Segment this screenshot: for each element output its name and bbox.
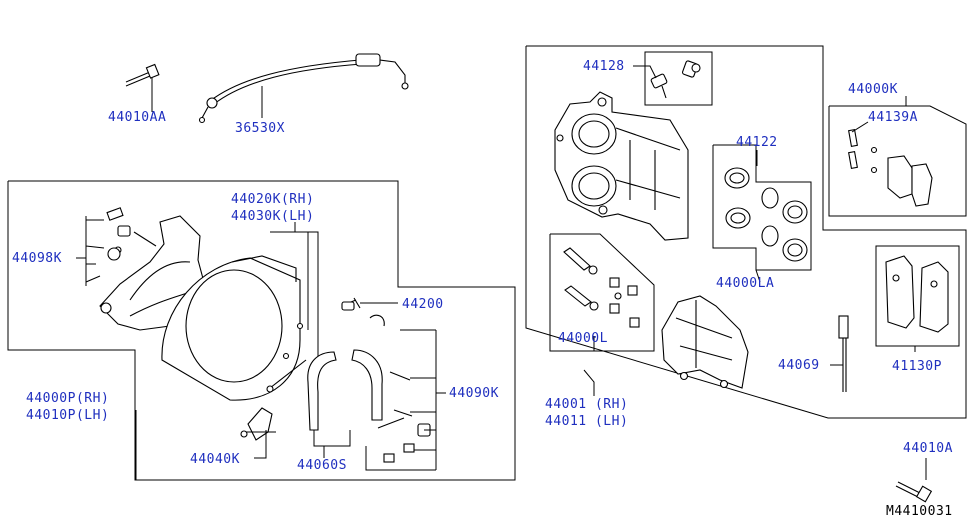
left-group-outline — [7, 180, 516, 481]
label-44000P-rh[interactable]: 44000P(RH) — [26, 391, 109, 406]
label-44060S[interactable]: 44060S — [297, 458, 347, 473]
caliper-body-drawing — [554, 91, 689, 241]
label-44200[interactable]: 44200 — [402, 297, 444, 312]
label-44139A[interactable]: 44139A — [868, 110, 918, 125]
label-44010AA[interactable]: 44010AA — [108, 110, 166, 125]
label-44020K-rh[interactable]: 44020K(RH) — [231, 192, 314, 207]
label-44000K[interactable]: 44000K — [848, 82, 898, 97]
label-44001-rh[interactable]: 44001 (RH) — [545, 397, 628, 412]
pad-set-outline — [875, 245, 960, 347]
label-36530X[interactable]: 36530X — [235, 121, 285, 136]
label-44069[interactable]: 44069 — [778, 358, 820, 373]
pad-set-41130P-drawing — [885, 255, 949, 333]
bolt-44010A-drawing — [895, 481, 933, 503]
caliper-bracket-drawing — [661, 295, 749, 389]
label-44011-lh[interactable]: 44011 (LH) — [545, 414, 628, 429]
shield-44020K-drawing — [161, 255, 301, 401]
label-41130P[interactable]: 41130P — [892, 359, 942, 374]
cable-36530X-drawing — [198, 53, 409, 124]
label-44000LA[interactable]: 44000LA — [716, 276, 774, 291]
leader-lines — [76, 65, 927, 480]
label-44098K[interactable]: 44098K — [12, 251, 62, 266]
bleeder-44069-drawing — [838, 315, 849, 392]
spring-hardware-drawing — [266, 297, 385, 393]
label-44090K[interactable]: 44090K — [449, 386, 499, 401]
label-44010P-lh[interactable]: 44010P(LH) — [26, 408, 109, 423]
bleeder-44128-drawing — [650, 60, 701, 99]
label-44040K[interactable]: 44040K — [190, 452, 240, 467]
seal-kit-outline — [549, 233, 655, 352]
pad-kit-outline — [828, 105, 967, 217]
label-44000L[interactable]: 44000L — [558, 331, 608, 346]
seal-kit-44000L-drawing — [563, 247, 640, 328]
catalog-code: M4410031 — [886, 504, 953, 519]
adjuster-drawing — [377, 417, 431, 463]
backing-plate-drawing — [99, 207, 206, 331]
caliper-group-outline — [525, 45, 967, 419]
label-44030K-lh[interactable]: 44030K(LH) — [231, 209, 314, 224]
piston-kit-outline — [712, 144, 812, 271]
piston-44122-drawing — [724, 167, 808, 262]
bolt-44010AA-drawing — [125, 63, 160, 87]
label-44010A[interactable]: 44010A — [903, 441, 953, 456]
label-44122[interactable]: 44122 — [736, 135, 778, 150]
bleeder-kit-outline — [644, 51, 713, 106]
pad-kit-44000K-drawing — [848, 128, 933, 207]
lever-44040K-drawing — [240, 407, 276, 441]
shoe-44060S-drawing — [307, 349, 413, 431]
label-44128[interactable]: 44128 — [583, 59, 625, 74]
